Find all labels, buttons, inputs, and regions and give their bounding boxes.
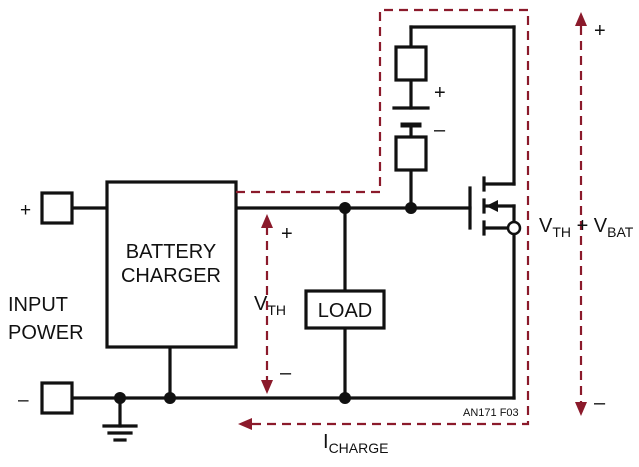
- battery-charger-label-2: CHARGER: [121, 265, 221, 287]
- battery-plus-label: +: [434, 82, 446, 104]
- junction-load-bottom: [339, 392, 351, 404]
- icharge-label: ICHARGE: [323, 431, 388, 456]
- mosfet: [468, 176, 498, 236]
- junction-fet-source: [506, 220, 522, 236]
- vtotal-minus: –: [594, 392, 606, 414]
- mosfet-arrow: [486, 200, 498, 212]
- junction-battery-bottom: [405, 202, 417, 214]
- input-minus-terminal: [40, 381, 74, 415]
- battery-minus-label: –: [434, 119, 446, 141]
- vtotal-label: VTH + VBAT: [539, 215, 634, 240]
- battery-charger-block: [105, 180, 238, 349]
- input-minus-sign: –: [18, 390, 29, 411]
- battery-charger-label-1: BATTERY: [126, 241, 216, 263]
- junction-load-top: [339, 202, 351, 214]
- input-plus-terminal: [40, 191, 74, 225]
- input-plus-sign: +: [20, 200, 31, 221]
- input-power-line1: INPUT: [8, 294, 68, 316]
- vth-minus: –: [280, 362, 292, 384]
- input-power-line2: POWER: [8, 322, 84, 344]
- vth-arrow: [261, 214, 273, 394]
- junction-charger-ground: [164, 392, 176, 404]
- vtotal-plus: +: [594, 20, 606, 42]
- icharge-path: [236, 8, 530, 426]
- vth-plus: +: [281, 223, 293, 245]
- figure-id: AN171 F03: [463, 407, 519, 419]
- ground-symbol: [102, 424, 138, 442]
- load-block: [304, 289, 386, 330]
- battery-lower-cell: [394, 135, 428, 172]
- charge-current-path: [236, 8, 530, 430]
- junction-ground: [114, 392, 126, 404]
- wires: [70, 25, 516, 428]
- battery-upper-cell: [394, 45, 428, 82]
- load-label: LOAD: [318, 300, 372, 322]
- vtotal-arrow: [575, 12, 587, 416]
- icharge-arrow: [238, 418, 252, 430]
- junction-dots: [114, 202, 522, 404]
- vth-label: VTH: [254, 293, 286, 318]
